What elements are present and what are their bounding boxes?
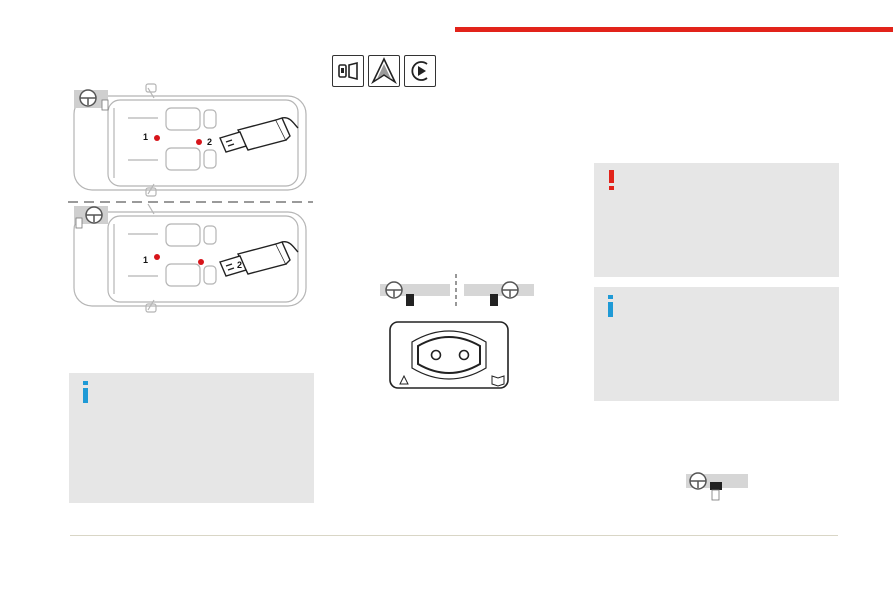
info-icon bbox=[608, 295, 613, 317]
steering-switch-figure bbox=[684, 468, 748, 502]
usb-location-figure: 1 2 1 2 bbox=[68, 78, 316, 328]
callout-2-lower: 2 bbox=[237, 260, 243, 270]
media-play-icon bbox=[404, 55, 436, 87]
warning-exclamation-icon bbox=[609, 170, 614, 190]
usb-plug-upper bbox=[219, 116, 299, 153]
navigation-arrow-icon bbox=[368, 55, 400, 87]
socket-figure bbox=[378, 270, 538, 400]
warning-note-box bbox=[594, 163, 839, 277]
usb-location-diagram bbox=[68, 83, 313, 313]
steering-switch-diagram bbox=[686, 472, 748, 501]
callout-1: 1 bbox=[143, 132, 149, 142]
footer-rule bbox=[70, 535, 838, 536]
callout-1-lower: 1 bbox=[143, 255, 149, 265]
info-note-box bbox=[69, 373, 314, 503]
header-accent-bar bbox=[455, 27, 893, 32]
upper-steering-badge bbox=[74, 89, 109, 111]
usb-port-1-marker-lower bbox=[154, 254, 160, 260]
mode-icon-row bbox=[332, 55, 436, 87]
usb-port-2-marker bbox=[196, 139, 202, 145]
info-note-box-right bbox=[594, 287, 839, 401]
usb-port-2-marker-lower bbox=[198, 259, 204, 265]
usb-plug-lower bbox=[219, 240, 299, 277]
phone-mirror-icon bbox=[332, 55, 364, 87]
upper-van-topview bbox=[73, 83, 307, 197]
lower-van-topview bbox=[73, 203, 307, 313]
usb-port-1-marker bbox=[154, 135, 160, 141]
lower-steering-badge bbox=[74, 206, 108, 229]
callout-2: 2 bbox=[207, 137, 213, 147]
power-socket-diagram bbox=[380, 274, 534, 389]
info-icon bbox=[83, 381, 88, 403]
